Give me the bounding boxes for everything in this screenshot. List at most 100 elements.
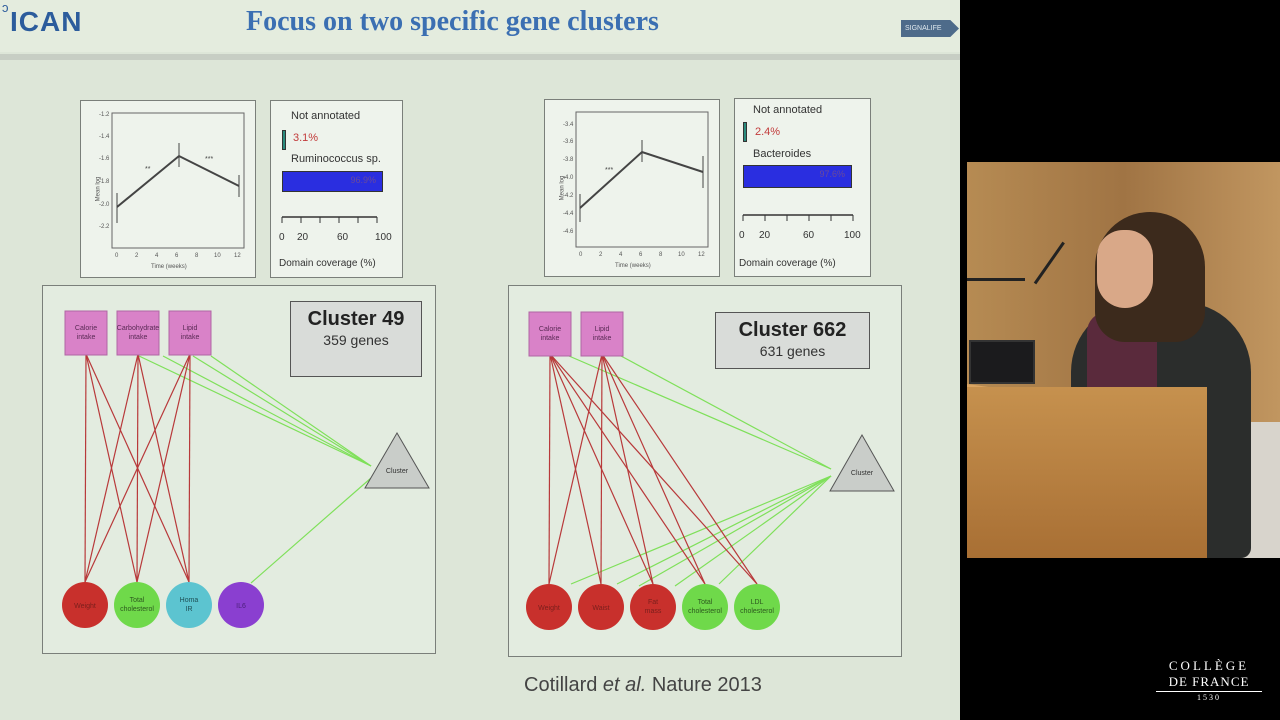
logo-year: 1530 bbox=[1197, 693, 1221, 702]
cluster-name: Cluster 49 bbox=[307, 308, 405, 330]
cluster-name: Cluster 662 bbox=[738, 319, 847, 341]
intake-node bbox=[116, 310, 160, 356]
not-annotated-bar bbox=[282, 130, 286, 150]
right-abundance-plot: Mean log Time (weeks) -3.4 -3.6 -3.8 -4.… bbox=[544, 99, 720, 277]
citation-journal: Nature 2013 bbox=[651, 674, 762, 696]
phenotype-label: LDL bbox=[751, 599, 764, 606]
plot-xtick: 6 bbox=[639, 252, 643, 258]
phenotype-label: Weight bbox=[74, 603, 96, 610]
presentation-slide: ↄ ICAN Focus on two specific gene cluste… bbox=[0, 0, 960, 720]
slide-title: Focus on two specific gene clusters bbox=[246, 6, 659, 37]
significance-marker: *** bbox=[205, 156, 213, 163]
phenotype-label: Fat bbox=[648, 599, 658, 606]
phenotype-label: Weight bbox=[538, 605, 560, 612]
phenotype-label: IR bbox=[186, 606, 193, 613]
plot-xtick: 10 bbox=[214, 253, 221, 259]
cluster-gene-count: 359 genes bbox=[323, 332, 389, 348]
plot-ytick: -4.2 bbox=[563, 193, 574, 199]
taxon-label: Ruminococcus sp. bbox=[291, 153, 381, 165]
phenotype-label: Total bbox=[130, 597, 145, 604]
laptop-icon bbox=[969, 340, 1035, 384]
right-network-graph: Calorie intake Lipid intake Weight Waist… bbox=[526, 311, 895, 630]
coverage-tick: 20 bbox=[759, 230, 771, 241]
phenotype-node bbox=[166, 582, 212, 628]
logo-line: COLLÈGE bbox=[1168, 658, 1250, 673]
signalife-badge: SIGNALIFE bbox=[901, 20, 959, 37]
right-plot-canvas: *** bbox=[575, 111, 709, 248]
phenotype-node bbox=[218, 582, 264, 628]
intake-node-label: Carbohydrate bbox=[117, 325, 160, 332]
not-annotated-bar bbox=[743, 122, 747, 142]
left-network-graph: Calorie intake Carbohydrate intake Lipid… bbox=[62, 310, 430, 628]
plot-xtick: 4 bbox=[619, 252, 623, 258]
phenotype-node bbox=[526, 584, 572, 630]
plot-xtick: 0 bbox=[579, 252, 583, 258]
plot-xlabel: Time (weeks) bbox=[151, 264, 187, 270]
plot-xtick: 0 bbox=[115, 253, 119, 259]
header-divider bbox=[0, 54, 960, 60]
left-network-panel: Cluster 49 359 genes bbox=[42, 285, 436, 654]
phenotype-node bbox=[682, 584, 728, 630]
coverage-axis bbox=[742, 214, 854, 221]
coverage-tick: 60 bbox=[337, 232, 349, 243]
cluster-49-card: Cluster 49 359 genes bbox=[290, 301, 422, 377]
cluster-triangle bbox=[829, 433, 895, 492]
intake-node-label: intake bbox=[593, 335, 612, 342]
phenotype-node bbox=[630, 584, 676, 630]
left-plot-canvas: ** *** bbox=[111, 112, 245, 249]
right-coverage-legend: Not annotated 2.4% Bacteroides 97.6% 0 2… bbox=[734, 98, 871, 277]
intake-nodes: Calorie intake Lipid intake bbox=[528, 311, 624, 357]
cluster-gene-count: 631 genes bbox=[759, 343, 826, 359]
not-annotated-pct: 3.1% bbox=[293, 132, 319, 144]
plot-xlabel: Time (weeks) bbox=[615, 263, 651, 269]
coverage-tick: 60 bbox=[803, 230, 815, 241]
microphone-icon bbox=[967, 278, 1025, 281]
plot-ytick: -1.4 bbox=[99, 134, 110, 140]
coverage-tick: 20 bbox=[297, 232, 309, 243]
coverage-axis-title: Domain coverage (%) bbox=[279, 258, 376, 269]
plot-ytick: -1.8 bbox=[99, 179, 110, 185]
plot-ytick: -3.4 bbox=[563, 122, 574, 128]
edges-to-cluster bbox=[568, 355, 832, 587]
coverage-tick: 0 bbox=[279, 232, 285, 243]
taxon-coverage-bar: 96.9% bbox=[282, 171, 383, 192]
taxon-pct: 96.9% bbox=[350, 175, 376, 185]
intake-nodes: Calorie intake Carbohydrate intake Lipid… bbox=[64, 310, 212, 356]
phenotype-node bbox=[734, 584, 780, 630]
plot-ytick: -4.4 bbox=[563, 211, 574, 217]
citation-author: Cotillard bbox=[524, 674, 598, 696]
plot-frame bbox=[111, 112, 245, 249]
plot-xtick: 8 bbox=[659, 252, 663, 258]
phenotype-nodes: Weight Waist Fat mass Total cholesterol … bbox=[526, 584, 780, 630]
intake-node-label: intake bbox=[541, 335, 560, 342]
phenotype-label: IL6 bbox=[236, 603, 246, 610]
phenotype-label: Homa bbox=[180, 597, 199, 604]
plot-ytick: -1.2 bbox=[99, 112, 110, 118]
intake-phenotype-edges bbox=[84, 353, 191, 583]
not-annotated-label: Not annotated bbox=[753, 104, 823, 116]
coverage-axis bbox=[281, 216, 378, 223]
not-annotated-pct: 2.4% bbox=[755, 126, 781, 138]
citation-etal: et al. bbox=[602, 674, 647, 696]
phenotype-nodes: Weight Total cholesterol Homa IR IL6 bbox=[62, 582, 264, 628]
phenotype-node bbox=[62, 582, 108, 628]
plot-xtick: 4 bbox=[155, 253, 159, 259]
citation: Cotillard et al. Nature 2013 bbox=[524, 674, 762, 697]
cluster-triangle bbox=[364, 432, 430, 489]
ican-logo: ICAN bbox=[10, 6, 83, 37]
phenotype-label: mass bbox=[645, 608, 662, 615]
taxon-pct: 97.6% bbox=[819, 169, 845, 179]
left-abundance-plot: Mean log Time (weeks) -1.2 -1.4 -1.6 -1.… bbox=[80, 100, 256, 278]
plot-xtick: 10 bbox=[678, 252, 685, 258]
coverage-tick: 0 bbox=[739, 230, 745, 241]
intake-node bbox=[528, 311, 572, 357]
cluster-triangle-label: Cluster bbox=[386, 468, 409, 475]
plot-ytick: -1.6 bbox=[99, 156, 110, 162]
phenotype-node bbox=[114, 582, 160, 628]
intake-node-label: intake bbox=[129, 334, 148, 341]
coverage-axis-title: Domain coverage (%) bbox=[739, 258, 836, 269]
phenotype-label: cholesterol bbox=[120, 606, 154, 613]
intake-node-label: Calorie bbox=[75, 325, 97, 332]
plot-series-line bbox=[116, 154, 240, 208]
college-de-france-logo: COLLÈGE DE FRANCE 1530 bbox=[1156, 658, 1262, 702]
